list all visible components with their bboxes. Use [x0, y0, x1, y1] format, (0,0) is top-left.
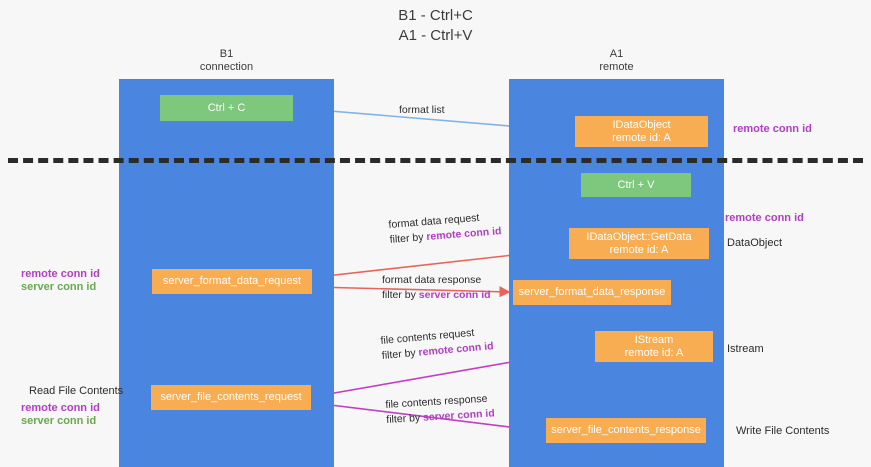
filter-value: server conn id [422, 407, 496, 424]
swimlane-b1-name: B1 [219, 48, 234, 60]
node-server-format-data-response-label: server_format_data_response [518, 286, 666, 298]
annotation-left-ids-bottom: remote conn id server conn id [21, 402, 100, 428]
node-idataobject[interactable]: IDataObject remote id: A [575, 116, 708, 147]
annotation-left-server-conn-id-mid: server conn id [21, 281, 97, 293]
filter-prefix: filter by [381, 346, 420, 362]
swimlane-a1-name: A1 [609, 48, 624, 60]
filter-value: server conn id [418, 289, 491, 301]
annotation-read-file-contents: Read File Contents [29, 385, 124, 397]
node-istream-title: IStream [634, 333, 674, 346]
node-server-file-contents-request-label: server_file_contents_request [160, 391, 302, 403]
page-title: B1 - Ctrl+C A1 - Ctrl+V [0, 6, 871, 46]
title-line-1: B1 - Ctrl+C [398, 7, 473, 24]
swimlane-b1-header: B1 connection [119, 48, 334, 74]
annotation-dataobject: DataObject [727, 237, 783, 249]
edge-label-format-data-response-text: format data response [382, 274, 482, 286]
annotation-remote-conn-id-top: remote conn id [733, 123, 812, 135]
edge-label-format-data-response: format data response filter by server co… [382, 273, 491, 303]
annotation-istream: Istream [727, 343, 764, 355]
annotation-left-remote-conn-id-mid: remote conn id [21, 268, 100, 280]
annotation-left-ids-mid: remote conn id server conn id [21, 268, 100, 294]
annotation-left-remote-conn-id-bottom: remote conn id [21, 402, 100, 414]
node-server-format-data-request-label: server_format_data_request [162, 275, 302, 287]
arrow-format-data-response [313, 286, 511, 298]
node-server-format-data-request[interactable]: server_format_data_request [152, 269, 312, 294]
swimlane-a1-sub: remote [599, 61, 634, 73]
node-ctrl-v-label: Ctrl + V [617, 178, 655, 191]
node-ctrl-c[interactable]: Ctrl + C [160, 95, 293, 121]
node-istream-subtitle: remote id: A [624, 346, 684, 359]
node-idataobject-getdata[interactable]: IDataObject::GetData remote id: A [569, 228, 709, 259]
arrow-file-contents-response [313, 402, 544, 436]
annotation-remote-conn-id-mid: remote conn id [725, 212, 804, 224]
node-istream[interactable]: IStream remote id: A [595, 331, 713, 362]
phase-divider [8, 158, 863, 163]
node-server-format-data-response[interactable]: server_format_data_response [513, 280, 671, 305]
edge-label-format-list-text: format list [399, 104, 445, 116]
swimlane-a1-header: A1 remote [509, 48, 724, 74]
node-getdata-subtitle: remote id: A [609, 243, 669, 256]
node-server-file-contents-request[interactable]: server_file_contents_request [151, 385, 311, 410]
node-server-file-contents-response[interactable]: server_file_contents_response [546, 418, 706, 443]
node-server-file-contents-response-label: server_file_contents_response [551, 424, 701, 436]
node-ctrl-c-label: Ctrl + C [207, 101, 246, 114]
filter-prefix: filter by [382, 289, 419, 301]
node-idataobject-title: IDataObject [612, 118, 671, 131]
filter-prefix: filter by [389, 231, 427, 246]
edge-label-format-data-response-filter: filter by server conn id [382, 288, 491, 303]
edge-label-format-list: format list [399, 103, 445, 118]
annotation-left-server-conn-id-bottom: server conn id [21, 415, 97, 427]
annotation-write-file-contents: Write File Contents [736, 425, 830, 437]
title-line-2: A1 - Ctrl+V [398, 27, 473, 44]
swimlane-b1-sub: connection [199, 61, 254, 73]
filter-prefix: filter by [385, 411, 424, 426]
node-idataobject-subtitle: remote id: A [612, 131, 671, 144]
node-getdata-title: IDataObject::GetData [586, 230, 692, 243]
node-ctrl-v[interactable]: Ctrl + V [581, 173, 691, 197]
